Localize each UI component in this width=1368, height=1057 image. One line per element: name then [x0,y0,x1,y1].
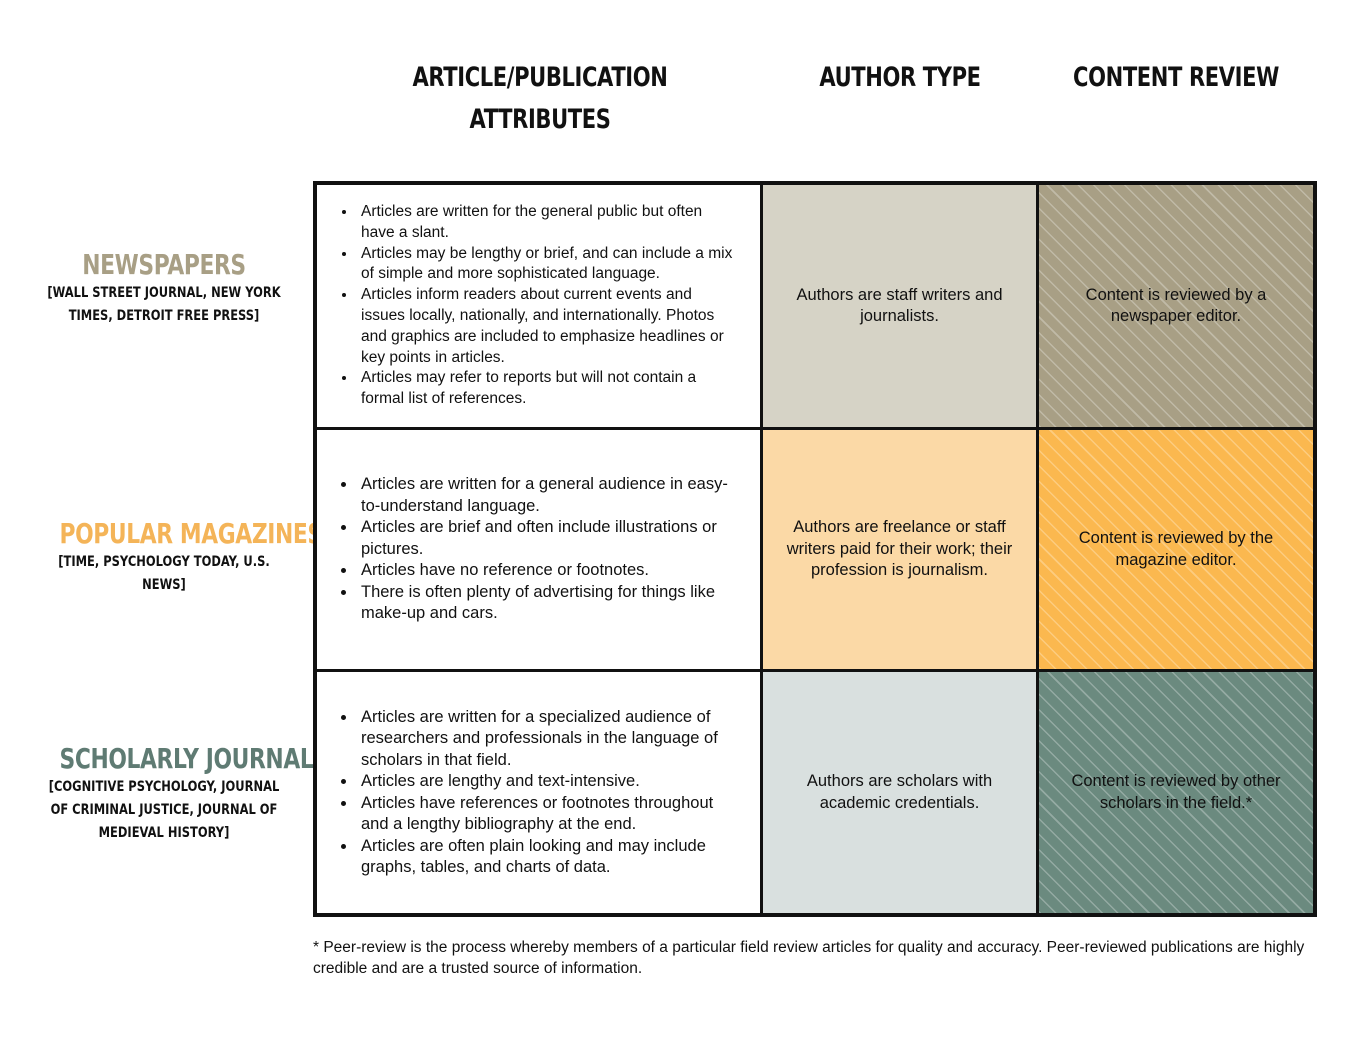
row-label-journals: SCHOLARLY JOURNALS [COGNITIVE PSYCHOLOGY… [30,742,329,845]
header-attributes-line2: ATTRIBUTES [469,104,611,135]
list-item: Articles are written for a general audie… [357,474,740,517]
magazines-author-cell: Authors are freelance or staff writers p… [763,430,1036,669]
row-subtitle-journals: [COGNITIVE PSYCHOLOGY, JOURNAL OF CRIMIN… [48,779,280,841]
journals-review-cell: Content is reviewed by other scholars in… [1039,672,1313,913]
header-attributes-line1: ARTICLE/PUBLICATION [412,62,668,93]
comparison-table: Articles are written for the general pub… [313,181,1317,917]
list-item: Articles are often plain looking and may… [357,836,740,879]
row-subtitle-newspapers: [WALL STREET JOURNAL, NEW YORK TIMES, DE… [47,285,281,324]
list-item: There is often plenty of advertising for… [357,582,740,625]
header-author-type: AUTHOR TYPE [819,62,981,93]
newspapers-review-text: Content is reviewed by a newspaper edito… [1085,285,1267,326]
newspapers-attributes-cell: Articles are written for the general pub… [317,185,760,427]
journals-author-cell: Authors are scholars with academic crede… [763,672,1036,913]
magazines-attributes-cell: Articles are written for a general audie… [317,430,760,669]
journals-review-text: Content is reviewed by other scholars in… [1071,772,1281,812]
header-attributes: ARTICLE/PUBLICATION ATTRIBUTES [384,57,696,141]
newspapers-attributes-list: Articles are written for the general pub… [334,202,740,410]
header-content-review: CONTENT REVIEW [1073,62,1279,93]
magazines-attributes-list: Articles are written for a general audie… [334,474,740,625]
journals-attributes-cell: Articles are written for a specialized a… [317,672,760,913]
journals-author-text: Authors are scholars with academic crede… [806,772,993,812]
journals-attributes-list: Articles are written for a specialized a… [334,707,740,879]
magazines-author-text: Authors are freelance or staff writers p… [786,518,1013,580]
newspapers-review-cell: Content is reviewed by a newspaper edito… [1039,185,1313,427]
row-title-journals: SCHOLARLY JOURNALS [59,742,329,775]
peer-review-footnote: * Peer-review is the process whereby mem… [313,939,1305,977]
list-item: Articles inform readers about current ev… [357,285,740,368]
row-title-newspapers: NEWSPAPERS [82,248,246,281]
list-item: Articles are written for the general pub… [357,202,740,244]
list-item: Articles may refer to reports but will n… [357,368,740,410]
newspapers-author-text: Authors are staff writers and journalist… [796,285,1003,326]
list-item: Articles have no reference or footnotes. [357,560,740,582]
list-item: Articles are written for a specialized a… [357,707,740,772]
list-item: Articles are brief and often include ill… [357,517,740,560]
row-subtitle-magazines: [TIME, PSYCHOLOGY TODAY, U.S. NEWS] [58,554,270,593]
list-item: Articles have references or footnotes th… [357,793,740,836]
list-item: Articles are lengthy and text-intensive. [357,771,740,793]
list-item: Articles may be lengthy or brief, and ca… [357,244,740,286]
row-title-magazines: POPULAR MAGAZINES [59,517,323,550]
row-label-magazines: POPULAR MAGAZINES [TIME, PSYCHOLOGY TODA… [30,517,323,597]
magazines-review-cell: Content is reviewed by the magazine edit… [1039,430,1313,669]
newspapers-author-cell: Authors are staff writers and journalist… [763,185,1036,427]
row-label-newspapers: NEWSPAPERS [WALL STREET JOURNAL, NEW YOR… [30,248,298,328]
magazines-review-text: Content is reviewed by the magazine edit… [1078,529,1274,569]
